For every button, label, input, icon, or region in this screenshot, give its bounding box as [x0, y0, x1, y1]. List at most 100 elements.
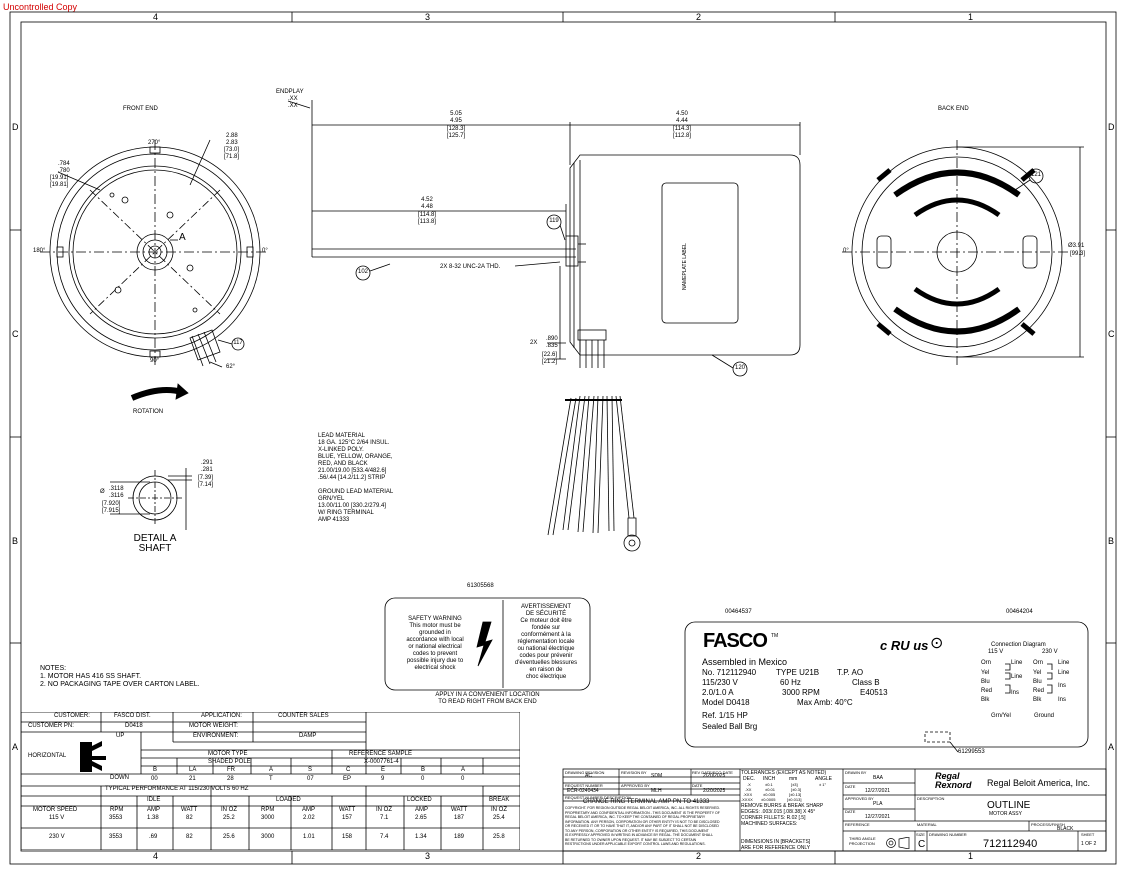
horizontal-label: HORIZONTAL — [28, 753, 67, 759]
safety-fr-line: réglementation locale — [517, 639, 575, 645]
ref-sample-label: REFERENCE SAMPLE — [349, 751, 413, 757]
hdr-watt-loaded: WATT — [339, 807, 356, 813]
zone-bottom-2: 2 — [696, 851, 702, 861]
safety-fr-line: conformément à la — [521, 632, 571, 638]
group-loaded: LOADED — [276, 797, 301, 803]
shaft-dia-symbol: Ø — [100, 489, 105, 495]
dim-dia-3-91: Ø3.91 — [1068, 243, 1085, 249]
approved2-date-label: DATE — [845, 809, 856, 814]
tol-x: .X — [747, 782, 751, 787]
row-230-watt-idle: 82 — [186, 834, 193, 840]
safety-fr-line: d'éventuelles blessures — [514, 660, 578, 666]
dim-125-7: [125.7] — [446, 133, 466, 139]
copyright-line: OR RECEIVED IT OR TO HAVE THAT IT, AND/O… — [565, 824, 719, 828]
nameplate-label-box — [684, 621, 1089, 748]
customer-pn-label: CUSTOMER PN: — [28, 723, 74, 729]
dim-114-3: [114.3] — [673, 126, 691, 132]
lead-wires — [547, 395, 641, 552]
safety-en-line: or national electrical — [408, 644, 462, 650]
conn-r-yel: Yel — [1033, 670, 1042, 676]
apply-location-note: APPLY IN A CONVENIENT LOCATION TO READ R… — [400, 692, 575, 706]
row-230-watt-locked: 189 — [454, 834, 465, 840]
row-115-amp-locked: 2.65 — [415, 815, 427, 821]
customer-value: FASCO DIST. — [114, 713, 151, 719]
down-label: DOWN — [110, 775, 129, 781]
corner-fillets: CORNER FILLETS: R.02 [.5] — [741, 815, 806, 821]
np-hz: 60 Hz — [780, 678, 801, 687]
back-end-view — [842, 140, 1084, 365]
dim-4-44: 4.44 — [676, 118, 688, 124]
connection-diagram-title: Connection Diagram — [991, 642, 1046, 648]
np-rpm: 3000 RPM — [782, 688, 820, 697]
row-230-inoz-loaded: 7.4 — [380, 834, 389, 840]
shaft-dim-281: .281 — [201, 467, 213, 473]
zone-top-1: 1 — [968, 12, 974, 22]
safety-fr-line: DE SÉCURITÉ — [525, 611, 567, 617]
fasco-logo: FASCO — [703, 630, 768, 652]
copyright-line: INFORMATION. ANY PERSON, CORPORATION OR … — [565, 819, 720, 824]
hdr-inoz-break: IN OZ — [491, 807, 507, 813]
tb-drawing-revision: AC — [585, 773, 592, 779]
row-230-speed: 230 V — [49, 834, 65, 840]
tb-date-label: DATE — [692, 783, 703, 788]
row-230-amp-idle: .69 — [149, 834, 158, 840]
conn-ground: Ground — [1034, 713, 1055, 719]
np-tp: T.P. AO — [837, 668, 864, 677]
lead-material-notes: LEAD MATERIAL 18 GA. 125°C 2/64 INSUL. X… — [318, 433, 393, 524]
zone-bottom-1: 1 — [968, 851, 974, 861]
detail-a-subtitle: SHAFT — [138, 543, 172, 554]
angle-270: 270° — [148, 140, 161, 146]
shaft-dim-3116: .3116 — [109, 493, 124, 499]
row-230-amp-locked: 1.34 — [415, 834, 427, 840]
sheet-label: SHEET — [1081, 832, 1095, 837]
tol-h-mm: mm — [789, 776, 798, 782]
group-locked: LOCKED — [407, 797, 432, 803]
balloon-121: 121 — [1030, 172, 1041, 178]
copyright-line: REGAL BELOIT AMERICA, INC. TO KEEP THE C… — [565, 815, 706, 819]
dim-2x: 2X — [530, 340, 538, 346]
tb-rev-date: 2/20/2025 — [703, 773, 726, 779]
conn-l-red: Red — [981, 688, 993, 694]
conn-l-blu: Blu — [981, 679, 990, 685]
tb-description: CHANGE RING TERMINAL AMP PN TO 41333 — [583, 799, 710, 805]
customer-label: CUSTOMER: — [54, 713, 90, 719]
regal-rexnord-logo: Regal Rexnord — [935, 771, 972, 790]
lead-line: GROUND LEAD MATERIAL — [318, 489, 394, 495]
environment-label: ENVIRONMENT: — [193, 733, 239, 739]
drawn-by-label: DRAWN BY — [845, 770, 867, 775]
safety-warning-en: SAFETY WARNING This motor must be ground… — [390, 616, 480, 672]
tol-xxx-inch: ±0.005 — [763, 792, 776, 797]
zone-right-d: D — [1108, 122, 1115, 132]
environment-value: DAMP — [299, 733, 317, 739]
np-model: Model D0418 — [702, 698, 750, 707]
copyright-line: PROPRIETARY AND CONFIDENTIAL INFORMATION… — [565, 810, 720, 815]
code-h-a: A — [269, 767, 274, 773]
conn-r-blk: Blk — [1033, 697, 1042, 703]
process-label: PROCESS/FINISH — [1031, 822, 1065, 827]
row-230-amp-loaded: 1.01 — [303, 834, 315, 840]
part-number-label: 61299553 — [958, 749, 985, 755]
drawn-date: 12/27/2021 — [865, 788, 891, 794]
zone-top-4: 4 — [153, 12, 159, 22]
safety-warning-fr: AVERTISSEMENT DE SÉCURITÉ Ce moteur doit… — [503, 604, 589, 681]
hdr-rpm-loaded: RPM — [261, 807, 275, 813]
tol-h-inch: INCH — [763, 776, 776, 782]
row-115-inoz-loaded: 7.1 — [380, 815, 389, 821]
endplay-xx-2: .XX — [288, 103, 298, 109]
hdr-watt-locked: WATT — [451, 807, 468, 813]
drawing-number-label: DRAWING NUMBER — [929, 832, 967, 837]
safety-fr-line: fondée sur — [531, 625, 561, 631]
drawn-date-label: DATE — [845, 784, 856, 789]
conn-230v: 230 V — [1042, 649, 1058, 655]
balloon-120: 120 — [734, 365, 745, 371]
perf-title: TYPICAL PERFORMANCE AT 115/230 VOLTS 60 … — [105, 786, 249, 792]
conn-r-orn: Orn — [1033, 660, 1044, 666]
back-angle-0: 0° — [843, 248, 849, 254]
angle-90: 90° — [150, 358, 160, 364]
balloon-117: 117 — [233, 340, 243, 346]
safety-en-line: accordance with local — [406, 637, 464, 643]
zone-top-2: 2 — [696, 12, 702, 22]
dim-99-3: [99.3] — [1070, 251, 1086, 257]
code-h-la: LA — [189, 767, 197, 773]
ref-sample-value: X-0007761-4 — [364, 759, 399, 765]
